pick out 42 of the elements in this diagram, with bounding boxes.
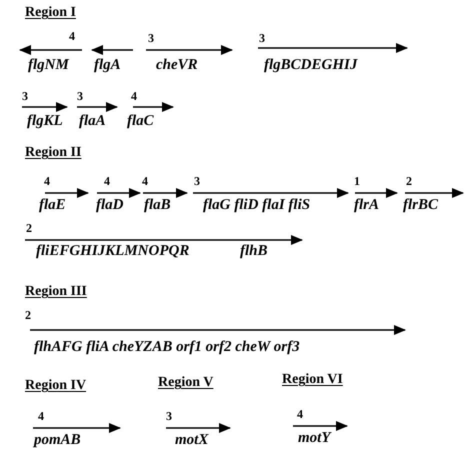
class-number: 4 [69, 30, 75, 42]
gene-label: flgA [94, 58, 121, 73]
region-heading: Region I [25, 6, 76, 20]
gene-label: flaB [144, 198, 171, 213]
class-number: 4 [44, 175, 50, 187]
class-number: 2 [406, 175, 412, 187]
class-number: 1 [354, 175, 360, 187]
gene-label: pomAB [34, 433, 81, 448]
class-number: 4 [38, 410, 44, 422]
class-number: 4 [297, 408, 303, 420]
gene-label: cheVR [156, 58, 198, 73]
gene-label: flaE [39, 198, 66, 213]
region-heading: Region II [25, 146, 82, 160]
gene-label: flrA [354, 198, 380, 213]
region-heading: Region III [25, 285, 87, 299]
class-number: 3 [166, 410, 172, 422]
class-number: 4 [142, 175, 148, 187]
gene-label: flgKL [27, 114, 63, 129]
class-number: 3 [77, 90, 83, 102]
gene-label: motY [298, 431, 330, 446]
region-heading: Region IV [25, 379, 86, 393]
gene-label: flaD [96, 198, 124, 213]
gene-label: flhAFG fliA cheYZAB orf1 orf2 cheW orf3 [34, 340, 300, 355]
gene-label: flaA [79, 114, 106, 129]
gene-label: flaG fliD flaI fliS [203, 198, 310, 213]
class-number: 2 [25, 309, 31, 321]
region-heading: Region VI [282, 373, 343, 387]
class-number: 3 [194, 175, 200, 187]
gene-label: fliEFGHIJKLMNOPQR [36, 244, 190, 259]
class-number: 3 [259, 32, 265, 44]
gene-label: flgBCDEGHIJ [264, 58, 358, 73]
class-number: 4 [104, 175, 110, 187]
gene-label: flrBC [403, 198, 438, 213]
gene-label: flgNM [28, 58, 69, 73]
class-number: 2 [26, 222, 32, 234]
gene-label: flhB [240, 244, 268, 259]
gene-label: flaC [127, 114, 154, 129]
class-number: 3 [148, 32, 154, 44]
region-heading: Region V [158, 376, 214, 390]
class-number: 3 [22, 90, 28, 102]
gene-label: motX [175, 433, 208, 448]
class-number: 4 [131, 90, 137, 102]
